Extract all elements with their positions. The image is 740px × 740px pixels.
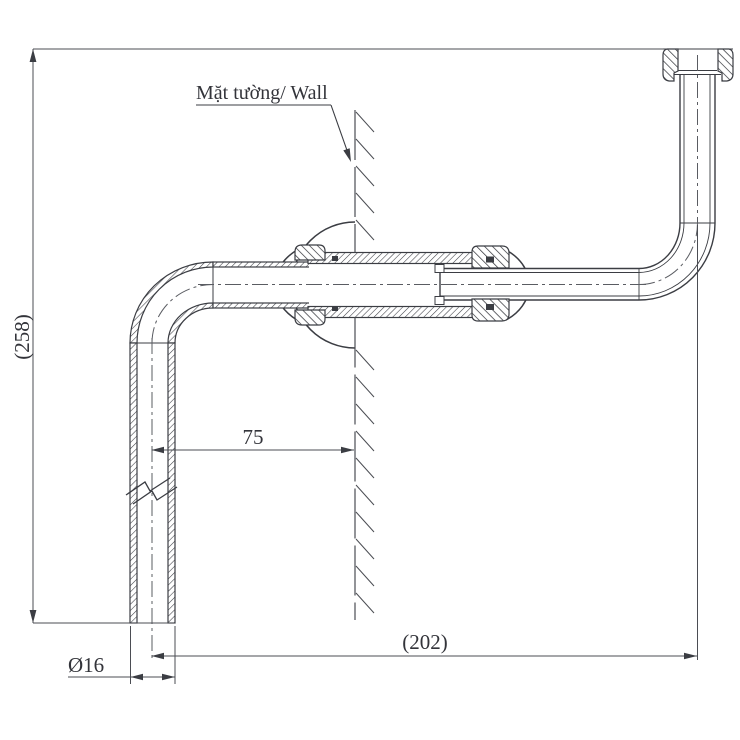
dimension-diameter: Ø16 [68,626,176,684]
dimension-arrows [130,673,175,681]
dimension-width-value: (202) [402,630,448,654]
dimension-offset-value: 75 [243,425,264,449]
dimension-offset: 75 [151,425,354,454]
dimension-arrows [29,49,37,623]
centerlines [151,55,698,661]
pipe-break-symbol [125,477,178,505]
seal-washers [332,256,494,311]
dimension-diameter-value: Ø16 [68,653,104,677]
pipe-inner-wall-lines [440,75,715,300]
dimension-arrows [151,446,354,454]
wall-hatch-ticks [355,111,375,614]
outlet-pipe [434,48,734,305]
wall-label-text: Mặt tường/ Wall [196,82,328,104]
top-flange-nut [662,48,734,82]
leader-arrow-icon [343,148,351,162]
dimension-height-value: (258) [10,314,34,360]
dimension-arrows [151,652,697,660]
dimension-height: (258) [10,48,663,624]
wall-label: Mặt tường/ Wall [196,82,351,162]
dimension-width: (202) [151,225,698,660]
compression-nut-left [294,244,326,326]
pipe-end-beads [434,264,445,305]
